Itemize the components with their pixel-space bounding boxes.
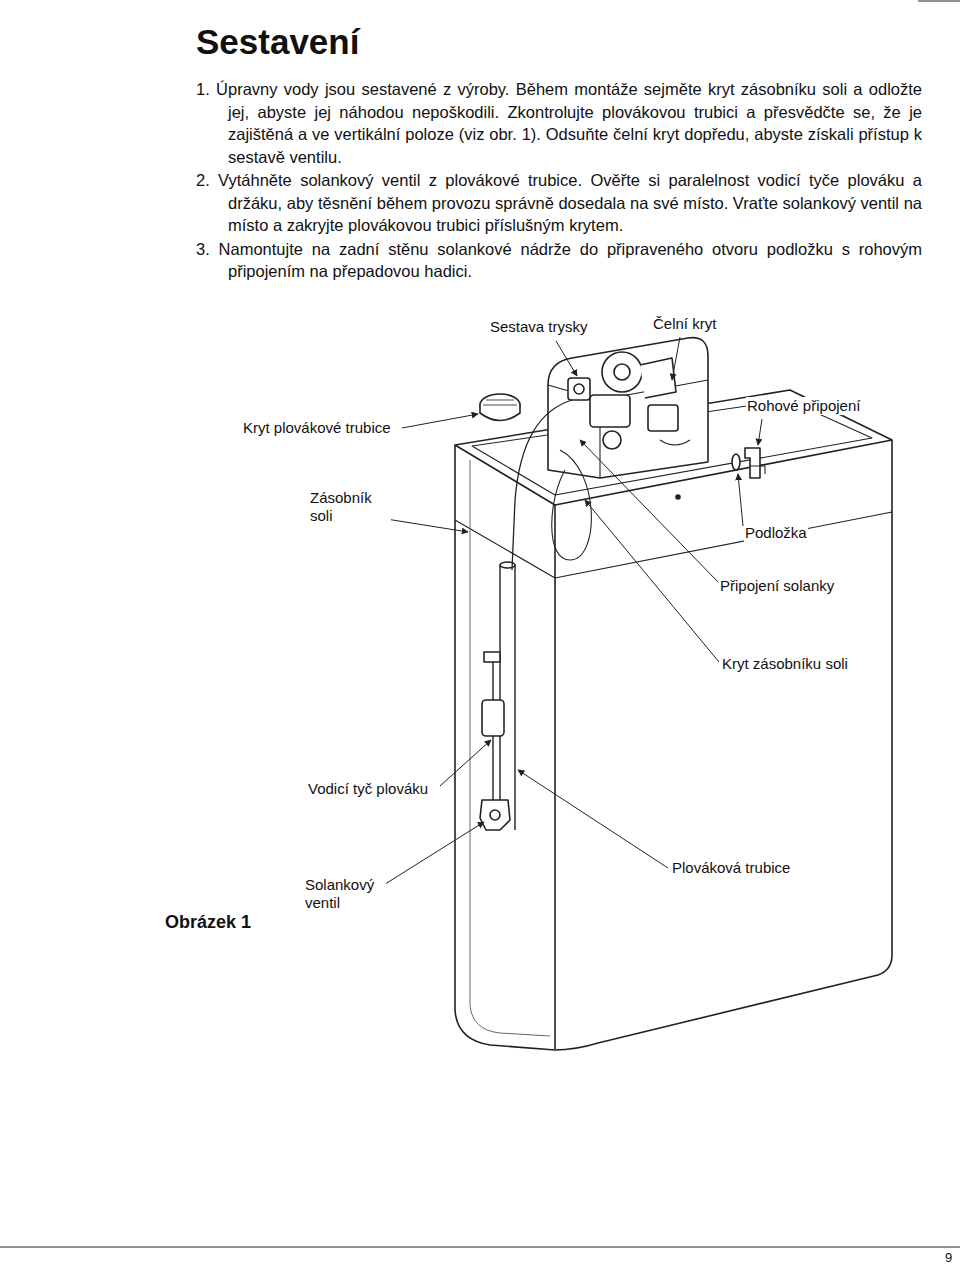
part-label: Zásobník soli	[309, 489, 391, 525]
instruction-step: 1. Úpravny vody jsou sestavené z výroby.…	[196, 78, 922, 168]
part-label: Sestava trysky	[489, 318, 589, 336]
instruction-step: 3. Namontujte na zadní stěnu solankové n…	[196, 238, 922, 283]
page-number: 9	[944, 1249, 953, 1265]
part-label: Plováková trubice	[671, 859, 791, 877]
part-label: Kryt zásobníku soli	[721, 655, 849, 673]
part-label: Čelní kryt	[652, 315, 717, 333]
page-heading: Sestavení	[196, 22, 359, 62]
part-label: Vodicí tyč plováku	[307, 780, 429, 798]
part-label: Připojení solanky	[719, 577, 835, 595]
instruction-list: 1. Úpravny vody jsou sestavené z výroby.…	[196, 78, 922, 284]
part-label: Kryt plovákové trubice	[242, 419, 392, 437]
part-label: Podložka	[744, 524, 808, 542]
figure-caption: Obrázek 1	[165, 912, 251, 933]
part-label: Rohové připojení	[746, 397, 861, 415]
instruction-step: 2. Vytáhněte solankový ventil z plovákov…	[196, 169, 922, 237]
part-label: Solankový ventil	[304, 876, 386, 912]
